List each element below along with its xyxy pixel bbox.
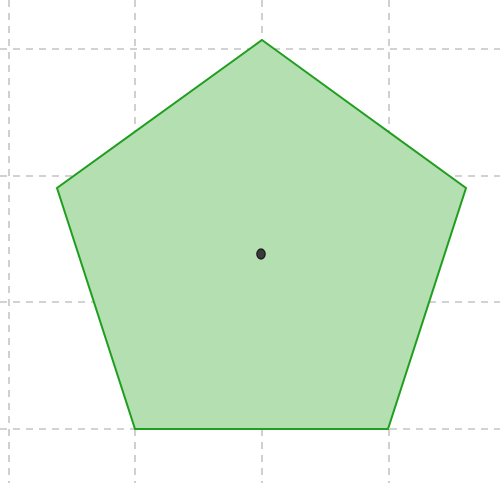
pentagon-shape[interactable] bbox=[55, 38, 468, 430]
center-point[interactable] bbox=[256, 248, 266, 260]
